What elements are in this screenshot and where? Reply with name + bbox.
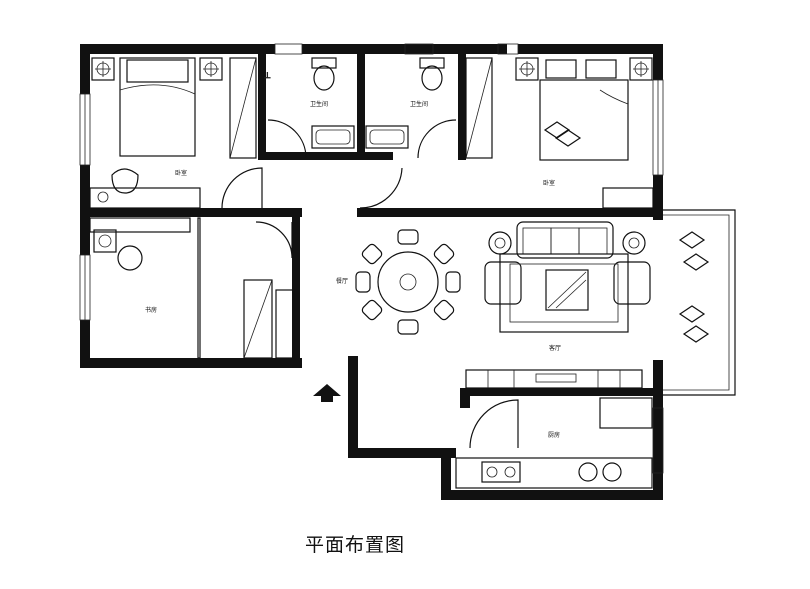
room-label-dining: 餐厅 — [336, 277, 348, 285]
bedroom-ne: 卧室 — [359, 57, 654, 209]
bedroom-nw: 卧室 — [89, 57, 263, 209]
walls — [80, 44, 663, 500]
sofa-set-icon — [484, 221, 651, 333]
room-label-bedroom-nw: 卧室 — [175, 169, 187, 177]
bathrooms: 卫生间 ⊥ 卫生间 — [264, 57, 457, 159]
room-label-kitchen: 厨房 — [548, 431, 560, 439]
study: 书房 — [89, 217, 295, 359]
nightstand-lamp-icon — [91, 57, 223, 81]
entrance-arrow-icon — [313, 384, 341, 402]
svg-text:⊥: ⊥ — [264, 71, 271, 80]
room-label-living: 客厅 — [549, 344, 561, 352]
nightstand-lamp-icon — [515, 57, 653, 81]
plan-caption: 平面布置图 — [305, 534, 406, 556]
room-label-study: 书房 — [145, 306, 157, 314]
room-label-bath-right: 卫生间 — [410, 100, 428, 108]
kitchen: 厨房 — [455, 397, 653, 489]
dining-area: 餐厅 — [336, 229, 461, 335]
windows — [79, 43, 736, 474]
room-label-bedroom-ne: 卧室 — [543, 179, 555, 187]
room-label-bath-left: 卫生间 — [310, 100, 328, 108]
round-dining-table-icon — [355, 229, 461, 335]
living-room: 客厅 — [465, 221, 710, 389]
